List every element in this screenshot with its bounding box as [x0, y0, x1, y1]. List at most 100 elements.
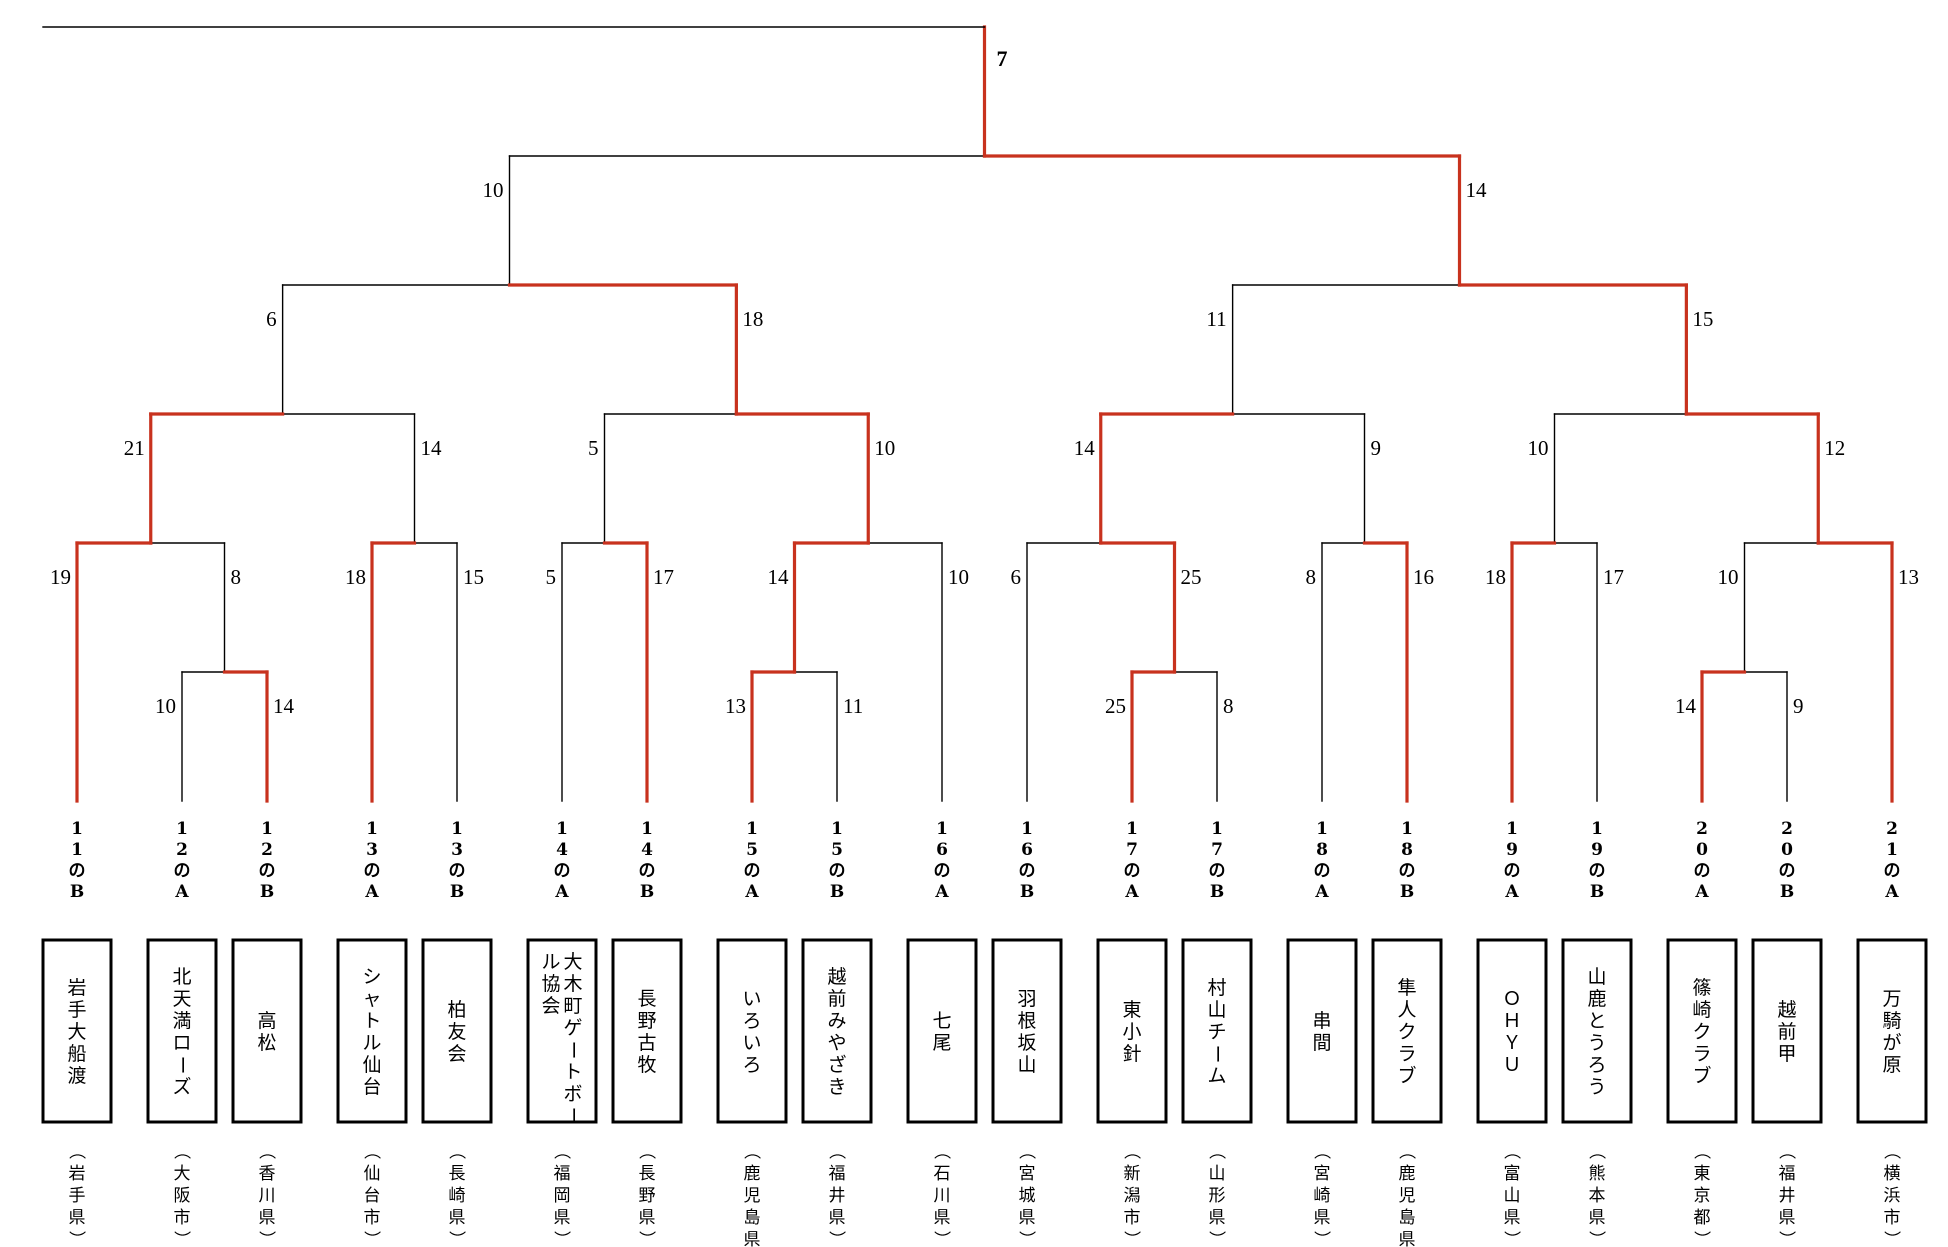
entry-code-char: の: [1399, 861, 1416, 881]
team-box: [1751, 938, 1823, 1124]
prefecture-char: （: [1206, 1143, 1226, 1160]
score-label: 14: [768, 565, 790, 589]
score-label: 14: [421, 436, 443, 460]
prefecture-char: 県: [449, 1208, 466, 1228]
entry-code-char: の: [744, 861, 761, 881]
entry-code-char: の: [934, 861, 951, 881]
entry-code-char: A: [554, 882, 569, 902]
score-label: 15: [1692, 307, 1713, 331]
entry-code-char: 1: [261, 819, 273, 839]
prefecture-char: 児: [1399, 1186, 1416, 1206]
prefecture-char: 形: [1209, 1186, 1226, 1206]
final-score: 7: [997, 46, 1008, 71]
entry-code-char: の: [1779, 861, 1796, 881]
entry-code-char: 4: [556, 840, 568, 860]
team-name-char: ろ: [742, 1054, 761, 1076]
prefecture-char: ）: [1881, 1231, 1901, 1247]
score-label: 14: [1466, 178, 1488, 202]
team-box: [231, 938, 303, 1124]
team-name-char: ロ: [172, 1032, 191, 1054]
prefecture-char: 井: [1779, 1186, 1796, 1206]
prefecture-char: （: [1121, 1143, 1141, 1160]
team-name-char: ー: [562, 1040, 584, 1059]
entry-code-char: 1: [641, 819, 653, 839]
prefecture-char: 本: [1589, 1186, 1606, 1206]
entry-code-char: の: [1314, 861, 1331, 881]
team-name-char: 崎: [1692, 999, 1711, 1021]
prefecture-char: 島: [1399, 1208, 1416, 1228]
prefecture-char: 岩: [69, 1164, 86, 1184]
team-box: [1561, 938, 1633, 1124]
entry-code-char: B: [1590, 882, 1604, 902]
entry-code-char: B: [1020, 882, 1034, 902]
team-name-char: 柏: [447, 999, 466, 1021]
team-name-char: ト: [362, 1010, 381, 1032]
score-label: 13: [1898, 565, 1919, 589]
prefecture-char: 県: [554, 1208, 571, 1228]
entry-code-char: 3: [366, 840, 378, 860]
prefecture-char: 香: [259, 1164, 276, 1184]
prefecture-char: 県: [259, 1208, 276, 1228]
team-name-char: ル: [362, 1032, 381, 1054]
prefecture-char: 崎: [1314, 1186, 1331, 1206]
entry-code-char: 1: [451, 819, 463, 839]
prefecture-char: 福: [554, 1164, 571, 1184]
prefecture-char: 島: [744, 1208, 761, 1228]
score-label: 5: [588, 436, 599, 460]
score-label: 19: [50, 565, 71, 589]
prefecture-char: ）: [1206, 1231, 1226, 1247]
prefecture-labels: （岩手県）（大阪市）（香川県）（仙台市）（長崎県）（福岡県）（長野県）（鹿児島県…: [66, 1143, 1901, 1247]
prefecture-char: （: [551, 1143, 571, 1160]
team-name-char: ゲ: [563, 1017, 582, 1039]
prefecture-char: （: [636, 1143, 656, 1160]
team-name-char: 船: [67, 1043, 86, 1065]
prefecture-char: ）: [66, 1231, 86, 1247]
prefecture-char: （: [66, 1143, 86, 1160]
prefecture-char: 県: [744, 1230, 761, 1247]
score-label: 25: [1181, 565, 1202, 589]
prefecture-char: （: [741, 1143, 761, 1160]
entry-code-char: 9: [1591, 840, 1603, 860]
team-name-char: ク: [1397, 1021, 1416, 1043]
team-box: [991, 938, 1063, 1124]
team-box: [1666, 938, 1738, 1124]
team-name-char: 坂: [1017, 1032, 1036, 1054]
entry-code-char: 2: [176, 840, 188, 860]
prefecture-char: 崎: [449, 1186, 466, 1206]
team-name-char: 篠: [1692, 977, 1711, 999]
team-name-char: Ｙ: [1502, 1032, 1521, 1054]
team-name-char: 越: [1777, 999, 1796, 1021]
entry-code-char: 1: [746, 819, 758, 839]
prefecture-char: 県: [1504, 1208, 1521, 1228]
team-box: [1286, 938, 1358, 1124]
prefecture-char: ）: [1311, 1231, 1331, 1247]
prefecture-char: （: [1586, 1143, 1606, 1160]
entry-code-char: の: [1504, 861, 1521, 881]
prefecture-char: ）: [256, 1231, 276, 1247]
team-name-char: 七: [932, 1010, 951, 1032]
score-label: 6: [1011, 565, 1022, 589]
prefecture-char: 市: [1124, 1208, 1141, 1228]
score-label: 10: [1718, 565, 1739, 589]
entry-code-char: の: [259, 861, 276, 881]
team-name-char: 間: [1312, 1032, 1331, 1054]
entry-code-char: 1: [176, 819, 188, 839]
prefecture-char: 台: [364, 1186, 381, 1206]
bracket-lines: [42, 25, 1894, 803]
prefecture-char: 大: [174, 1164, 191, 1184]
team-name-char: 原: [1882, 1054, 1901, 1076]
entry-code-char: 9: [1506, 840, 1518, 860]
entry-code-char: の: [1694, 861, 1711, 881]
entry-code-char: A: [1124, 882, 1139, 902]
prefecture-char: （: [1396, 1143, 1416, 1160]
prefecture-char: ）: [931, 1231, 951, 1247]
entry-code-char: の: [364, 861, 381, 881]
prefecture-char: （: [826, 1143, 846, 1160]
score-label: 8: [1223, 694, 1234, 718]
team-box: [1476, 938, 1548, 1124]
score-label: 9: [1793, 694, 1804, 718]
team-name-char: Ｕ: [1502, 1054, 1521, 1076]
prefecture-char: ）: [826, 1231, 846, 1247]
prefecture-char: 福: [1779, 1164, 1796, 1184]
